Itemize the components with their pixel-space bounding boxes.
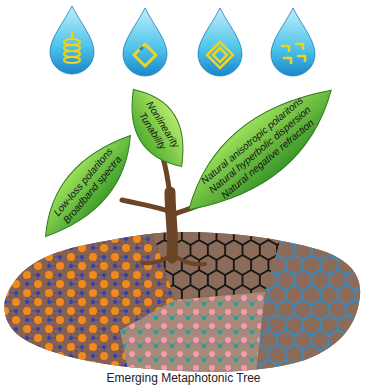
leaf-node: Low-loss polaritonsBroadband spectra: [26, 119, 149, 252]
water-drop: [271, 8, 315, 76]
caption-box: Emerging Metaphotonic Tree: [0, 368, 367, 386]
leaf-node: NonlinearityTunability: [112, 76, 203, 180]
water-drop: [198, 8, 242, 76]
water-drop: [50, 6, 94, 74]
tree-trunk: [122, 158, 215, 264]
caption: Emerging Metaphotonic Tree: [106, 371, 260, 385]
water-drop: [123, 8, 167, 76]
ground-lattices: [0, 225, 367, 385]
leaf-node: Natural anisotropic polaritonsNatural hy…: [167, 64, 353, 236]
